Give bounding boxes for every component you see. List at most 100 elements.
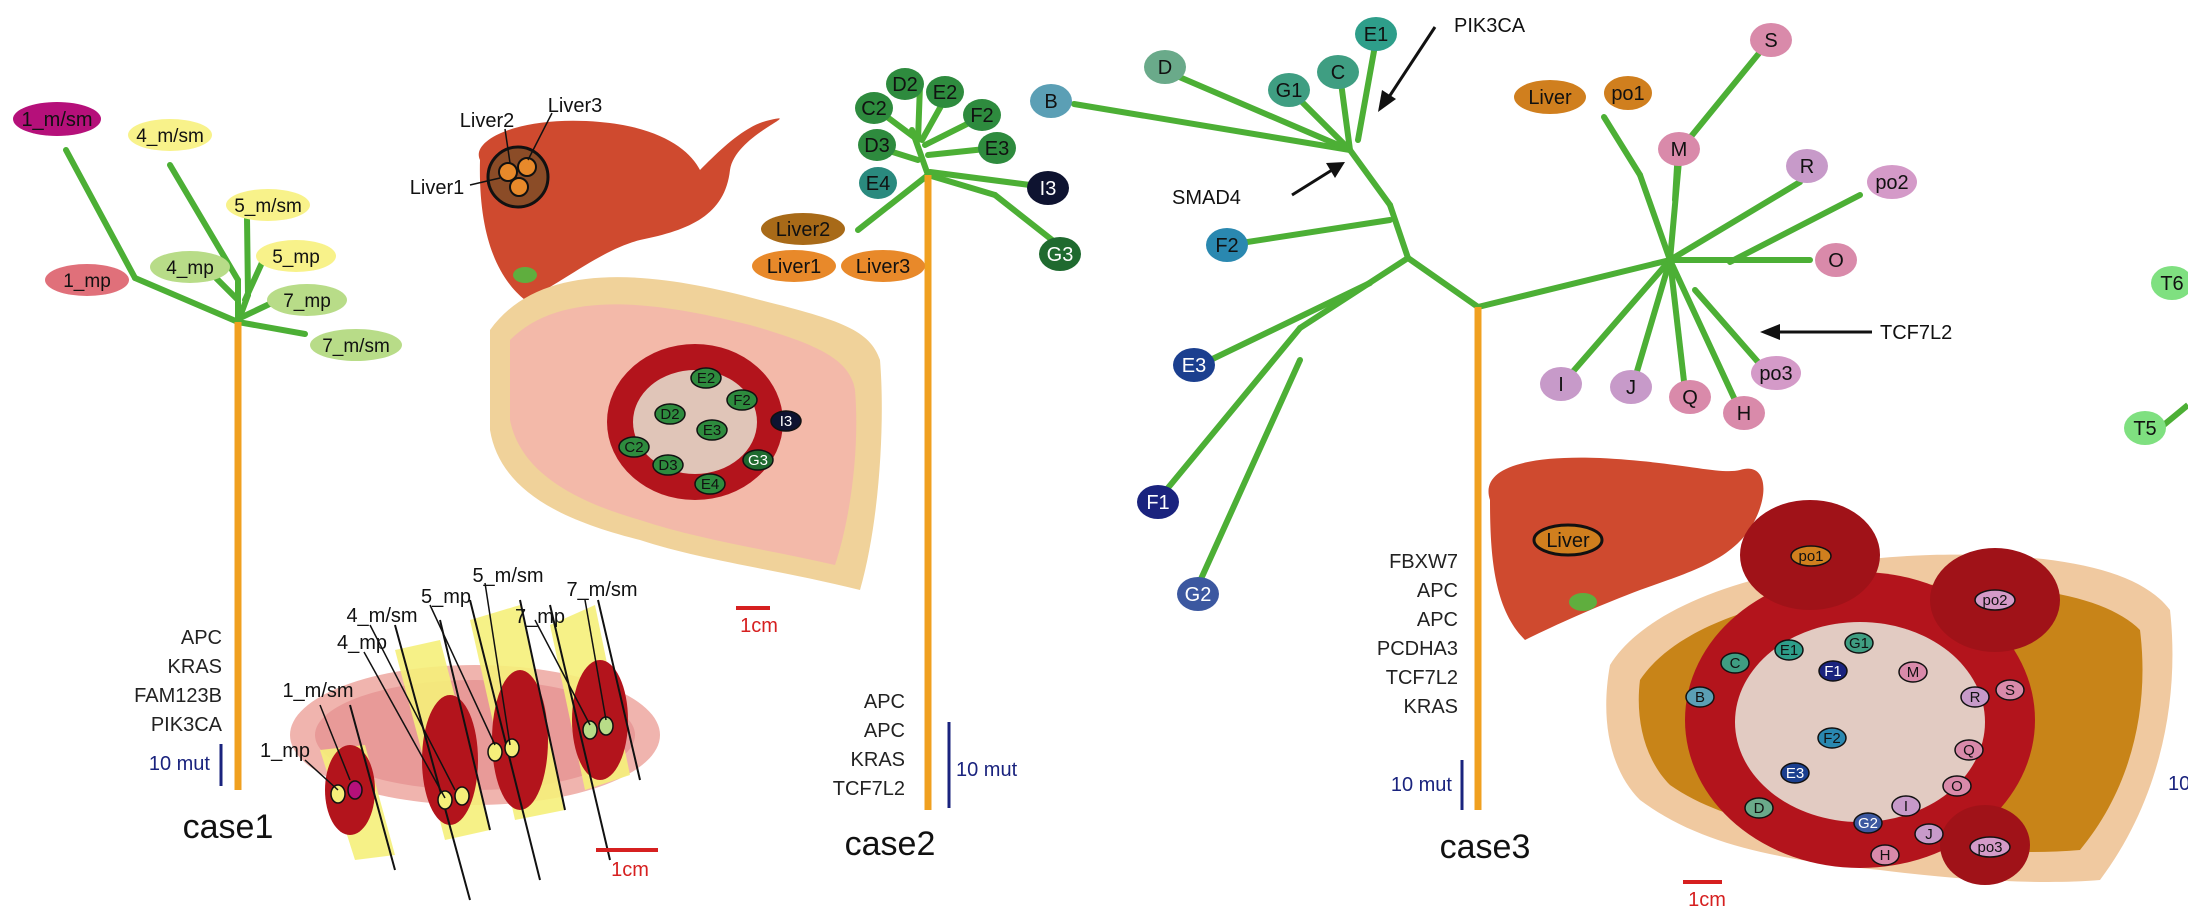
svg-text:SMAD4: SMAD4: [1172, 187, 1241, 209]
svg-text:Liver2: Liver2: [776, 219, 830, 241]
svg-text:PIK3CA: PIK3CA: [1454, 15, 1526, 37]
svg-text:1_m/sm: 1_m/sm: [21, 109, 92, 131]
case1-node-4-mp: 4_mp: [150, 251, 230, 283]
case2-node-d2: D2: [886, 68, 924, 100]
case2-liver-illustration: Liver2 Liver3 Liver1: [410, 95, 780, 300]
case2-node-e3: E3: [978, 132, 1016, 164]
svg-text:Q: Q: [1963, 742, 1975, 759]
case2-node-e2: E2: [926, 76, 964, 108]
case2-scale-label: 10 mut: [956, 759, 1018, 781]
svg-text:Liver1: Liver1: [767, 256, 821, 278]
svg-text:F2: F2: [733, 392, 751, 409]
case3-tree: B D G1 C E1 F2 E3 F1 G2 Liver po1 S M R …: [1030, 15, 1952, 866]
svg-text:M: M: [1671, 139, 1688, 161]
svg-text:4_mp: 4_mp: [337, 632, 387, 654]
svg-text:1_mp: 1_mp: [63, 271, 111, 292]
svg-text:4_m/sm: 4_m/sm: [346, 605, 417, 627]
case2-node-d3: D3: [858, 129, 896, 161]
case3-mutation-list: FBXW7 APC APC PCDHA3 TCF7L2 KRAS: [1377, 551, 1458, 718]
svg-text:KRAS: KRAS: [1404, 696, 1458, 718]
svg-text:Q: Q: [1682, 387, 1698, 409]
case3-node-s: S: [1750, 23, 1792, 57]
svg-text:5_m/sm: 5_m/sm: [234, 196, 302, 217]
svg-text:5_m/sm: 5_m/sm: [472, 565, 543, 587]
svg-text:1_mp: 1_mp: [260, 740, 310, 762]
case3-node-g1: G1: [1268, 73, 1310, 107]
svg-text:po1: po1: [1611, 83, 1644, 105]
case4-scale-label-fragment: 10: [2168, 773, 2188, 795]
svg-text:H: H: [1737, 403, 1751, 425]
svg-text:Liver: Liver: [1546, 530, 1590, 552]
svg-text:S: S: [1764, 30, 1777, 52]
case1-title: case1: [183, 808, 274, 846]
case3-node-b: B: [1030, 84, 1072, 118]
svg-text:APC: APC: [1417, 609, 1458, 631]
svg-text:D2: D2: [660, 406, 679, 423]
svg-text:KRAS: KRAS: [168, 656, 222, 678]
svg-text:D3: D3: [864, 135, 890, 157]
case3-node-i: I: [1540, 367, 1582, 401]
case2-node-liver1: Liver1: [752, 250, 836, 282]
case2-mutation-list: APC APC KRAS TCF7L2: [833, 691, 905, 800]
svg-text:D3: D3: [658, 457, 677, 474]
case1-node-5-msm: 5_m/sm: [226, 189, 310, 221]
case2-bowel-illustration: E2 D2 F2 E3 C2 D3 E4 G3 I3 1cm: [490, 277, 882, 637]
case3-node-m: M: [1658, 132, 1700, 166]
case3-node-o: O: [1815, 243, 1857, 277]
svg-text:T5: T5: [2133, 418, 2156, 440]
svg-text:C2: C2: [624, 439, 643, 456]
svg-text:C2: C2: [861, 98, 887, 120]
svg-text:J: J: [1925, 826, 1933, 843]
svg-text:I: I: [1558, 374, 1564, 396]
svg-text:B: B: [1044, 91, 1057, 113]
svg-text:G1: G1: [1849, 635, 1869, 652]
svg-text:Liver3: Liver3: [856, 256, 910, 278]
case1-sections-illustration: 1_mp 1_m/sm 4_mp 4_m/sm 5_mp 5_m/sm 7_mp…: [260, 565, 660, 901]
case2-title: case2: [845, 825, 936, 863]
case2-node-i3: I3: [1027, 171, 1069, 205]
svg-text:E2: E2: [933, 82, 957, 104]
svg-text:APC: APC: [864, 720, 905, 742]
case1-node-7-mp: 7_mp: [267, 284, 347, 316]
svg-text:7_mp: 7_mp: [515, 606, 565, 628]
svg-text:D: D: [1754, 800, 1765, 817]
svg-text:FAM123B: FAM123B: [134, 685, 222, 707]
svg-text:po2: po2: [1875, 172, 1908, 194]
case4-node-t5: T5: [2124, 411, 2166, 445]
svg-text:D: D: [1158, 57, 1172, 79]
svg-text:F2: F2: [1215, 235, 1238, 257]
case3-annotations: PIK3CA SMAD4 TCF7L2: [1172, 15, 1952, 344]
svg-text:G2: G2: [1185, 584, 1212, 606]
svg-text:PCDHA3: PCDHA3: [1377, 638, 1458, 660]
svg-text:C: C: [1331, 62, 1345, 84]
case3-node-po3: po3: [1751, 356, 1801, 390]
svg-text:1cm: 1cm: [740, 615, 778, 637]
svg-text:E3: E3: [703, 422, 721, 439]
svg-text:I3: I3: [1040, 178, 1057, 200]
svg-text:TCF7L2: TCF7L2: [1386, 667, 1458, 689]
case1-scale-label: 10 mut: [149, 753, 211, 775]
svg-text:KRAS: KRAS: [851, 749, 905, 771]
svg-text:F2: F2: [1823, 730, 1841, 747]
svg-text:D2: D2: [892, 74, 918, 96]
svg-text:Liver1: Liver1: [410, 177, 464, 199]
svg-text:po2: po2: [1982, 592, 2007, 609]
case1-node-7-msm: 7_m/sm: [310, 329, 402, 361]
svg-text:FBXW7: FBXW7: [1389, 551, 1458, 573]
svg-text:E4: E4: [701, 476, 719, 493]
svg-text:Liver2: Liver2: [460, 110, 514, 132]
svg-text:I: I: [1904, 798, 1908, 815]
case3-node-liver: Liver: [1514, 80, 1586, 114]
svg-text:H: H: [1880, 847, 1891, 864]
case3-bowel-illustration: po1 po2 po3 C E1 G1 B F1 M R S F2 Q E3 O…: [1606, 500, 2173, 911]
case2-node-liver2: Liver2: [761, 213, 845, 245]
svg-text:po3: po3: [1759, 363, 1792, 385]
svg-text:B: B: [1695, 689, 1705, 706]
svg-text:F1: F1: [1824, 663, 1842, 680]
case2-node-e4: E4: [859, 167, 897, 199]
case3-node-g2: G2: [1177, 577, 1219, 611]
svg-text:E3: E3: [985, 138, 1009, 160]
case3-node-po1: po1: [1604, 76, 1652, 110]
svg-text:Liver3: Liver3: [548, 95, 602, 117]
